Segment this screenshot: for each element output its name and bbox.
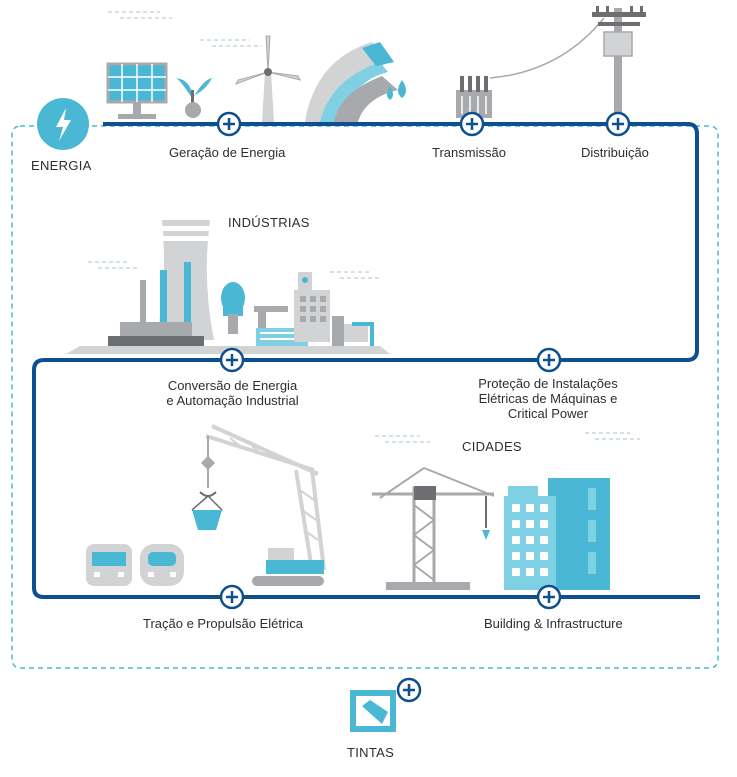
paint-bucket-icon[interactable] <box>350 690 396 732</box>
tower-crane-illustration <box>372 467 495 590</box>
power-cable <box>489 17 605 79</box>
plus-button-tintas[interactable] <box>396 677 422 703</box>
protecao-label[interactable]: Proteção de Instalações Elétricas de Máq… <box>463 376 633 421</box>
protecao-label-line1: Proteção de Instalações <box>478 376 618 391</box>
transformer-illustration <box>456 76 492 118</box>
solar-panel-illustration <box>106 62 168 119</box>
train-illustration <box>86 544 184 586</box>
geracao-label[interactable]: Geração de Energia <box>169 145 286 160</box>
hydro-dam-illustration <box>305 42 406 122</box>
protecao-label-line2: Elétricas de Máquinas e <box>478 391 618 406</box>
tracao-label[interactable]: Tração e Propulsão Elétrica <box>143 616 303 631</box>
tintas-label: TINTAS <box>347 745 395 760</box>
building-label[interactable]: Building & Infrastructure <box>484 616 623 631</box>
plant-illustration <box>176 78 212 118</box>
conversao-label-line2: e Automação Industrial <box>166 393 299 408</box>
value-chain-path <box>32 122 700 599</box>
conversao-label[interactable]: Conversão de Energia e Automação Industr… <box>155 378 310 408</box>
utility-pole-illustration <box>592 6 646 124</box>
transmissao-label[interactable]: Transmissão <box>432 145 506 160</box>
industry-illustration <box>66 220 390 354</box>
cloud-decoration <box>88 11 640 443</box>
protecao-label-line3: Critical Power <box>507 406 589 421</box>
energia-label: ENERGIA <box>31 158 92 173</box>
plus-button-building[interactable] <box>536 584 562 610</box>
cidades-heading: CIDADES <box>462 439 522 454</box>
plus-button-distribuicao[interactable] <box>605 111 631 137</box>
plus-button-geracao[interactable] <box>216 111 242 137</box>
mobile-crane-illustration <box>191 424 326 586</box>
plus-button-protecao[interactable] <box>536 347 562 373</box>
industrias-heading: INDÚSTRIAS <box>228 215 310 230</box>
wind-turbine-illustration <box>234 35 301 122</box>
plus-button-tracao[interactable] <box>219 584 245 610</box>
buildings-illustration <box>504 478 610 590</box>
plus-button-transmissao[interactable] <box>459 111 485 137</box>
distribuicao-label[interactable]: Distribuição <box>581 145 649 160</box>
plus-button-conversao[interactable] <box>219 347 245 373</box>
conversao-label-line1: Conversão de Energia <box>167 378 298 393</box>
energy-bolt-icon[interactable] <box>37 98 89 150</box>
